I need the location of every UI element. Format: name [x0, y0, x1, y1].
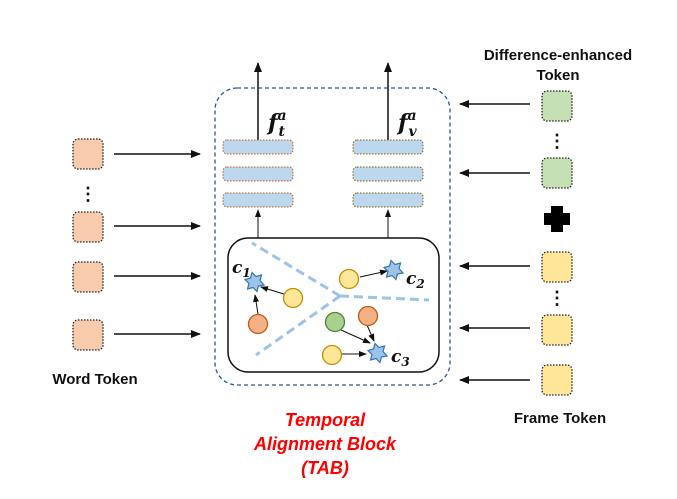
frame-token: [541, 251, 573, 283]
word-token: [72, 319, 104, 351]
word-token: [72, 261, 104, 293]
cluster-nodes: [247, 268, 379, 366]
word-token-label: Word Token: [52, 371, 137, 388]
diff-token-column: [541, 90, 573, 189]
diff-token: [541, 157, 573, 189]
word-token: [72, 138, 104, 170]
video-feature-stack: [352, 139, 424, 208]
yellow-node: [338, 268, 360, 290]
text-feature-bar: [222, 166, 294, 182]
orange-node: [357, 305, 379, 327]
block-title-line3: (TAB): [301, 458, 349, 478]
cluster-edges: [253, 269, 388, 357]
cluster-centroids: [243, 259, 405, 364]
orange-node: [247, 313, 269, 335]
cluster-dividers: [251, 241, 430, 357]
yellow-node: [282, 287, 304, 309]
video-feature-bar: [352, 192, 424, 208]
diff-token: [541, 90, 573, 122]
centroid-star-c2: [382, 259, 405, 281]
centroid-star-c1: [243, 271, 266, 293]
block-title-line1: Temporal: [285, 410, 366, 430]
tab-container: [214, 87, 451, 386]
text-feature-bar: [222, 139, 294, 155]
word-token-arrows: [114, 150, 201, 338]
block-title-line2: Alignment Block: [253, 434, 397, 454]
diff-token-ellipsis: ⋮: [548, 131, 566, 151]
word-token-column: [72, 138, 104, 351]
centroid-star-c3: [366, 342, 389, 364]
frame-token: [541, 314, 573, 346]
green-node: [324, 311, 346, 333]
word-token-ellipsis: ⋮: [79, 184, 97, 204]
video-feature-bar: [352, 139, 424, 155]
frame-token: [541, 364, 573, 396]
text-feature-bar: [222, 192, 294, 208]
plus-icon: [544, 206, 570, 232]
frame-token-ellipsis: ⋮: [548, 288, 566, 308]
diff-token-label-line2: Token: [536, 67, 579, 84]
video-feature-bar: [352, 166, 424, 182]
frame-token-column: [541, 251, 573, 396]
cluster-label-c2: c2: [406, 269, 425, 291]
diff-token-label-line1: Difference-enhanced: [484, 47, 632, 64]
right-token-arrows: [459, 100, 530, 384]
cluster-label-c3: c3: [391, 347, 410, 369]
word-token: [72, 211, 104, 243]
yellow-node: [321, 344, 343, 366]
text-feature-stack: [222, 139, 294, 208]
frame-token-label: Frame Token: [514, 410, 606, 427]
cluster-label-c1: c1: [232, 258, 251, 280]
